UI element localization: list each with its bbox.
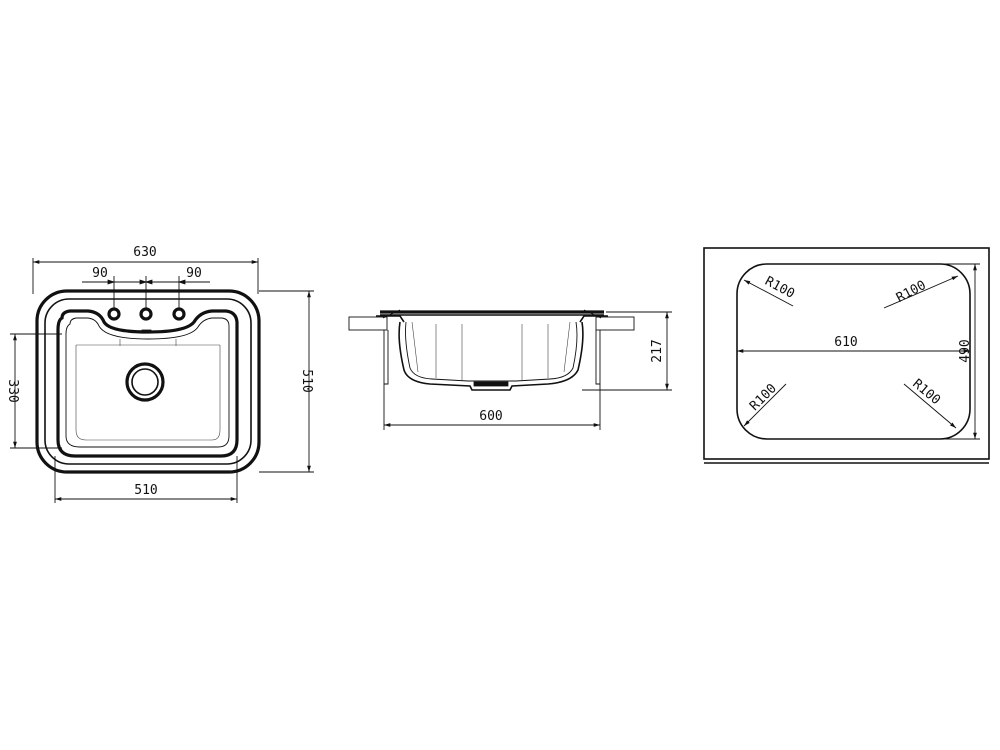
bowl-inner-outline (65, 317, 230, 448)
tap-hole-right (172, 307, 186, 321)
dim-radius-top-right: R100 (894, 278, 929, 306)
section-view: 600 217 (348, 309, 672, 430)
dim-overall-depth: 510 (299, 369, 314, 392)
counter-panel (703, 247, 990, 460)
sink-inner-rim (44, 298, 252, 465)
dim-bowl-depth: 330 (5, 379, 20, 402)
dim-tap-spacing-right: 90 (186, 266, 202, 281)
top-view: 630 90 90 510 510 330 (5, 245, 314, 503)
drain-outer (125, 362, 165, 402)
dim-radius-top-left: R100 (762, 274, 797, 302)
counter-right (595, 316, 635, 331)
dim-section-width: 600 (479, 409, 502, 424)
dim-bowl-width: 510 (134, 483, 157, 498)
bowl-floor (75, 344, 221, 441)
bowl-section (398, 321, 584, 391)
tap-hole-center (139, 307, 153, 321)
cutout-view: 610 490 R100 R100 R100 R100 (703, 247, 990, 464)
dim-cutout-width: 610 (834, 335, 857, 350)
tap-hole-left (107, 307, 121, 321)
drain-inner (131, 368, 159, 396)
bowl-outline (56, 309, 239, 458)
sink-outer-rim (35, 289, 261, 474)
counter-left (348, 316, 388, 331)
dim-cutout-depth: 490 (958, 339, 973, 362)
dim-radius-bottom-left: R100 (747, 381, 780, 414)
dim-tap-spacing-left: 90 (92, 266, 108, 281)
dim-section-height: 217 (650, 339, 665, 362)
dim-overall-width: 630 (133, 245, 156, 260)
